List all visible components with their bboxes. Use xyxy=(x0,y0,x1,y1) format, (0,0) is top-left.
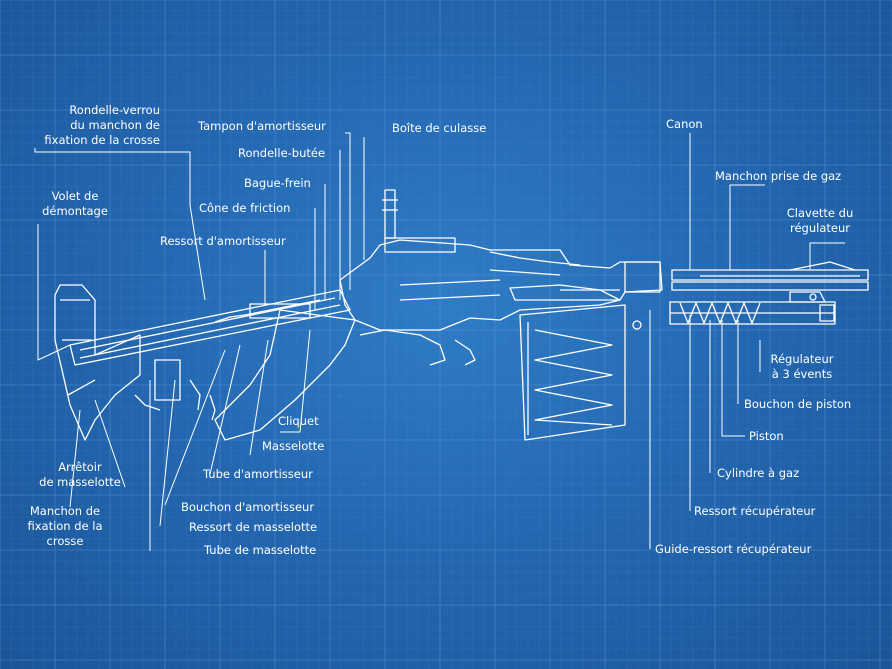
label-ressort-recuperateur: Ressort récupérateur xyxy=(694,504,816,518)
label-line: fixation de la crosse xyxy=(44,133,160,147)
label-manchon-gaz: Manchon prise de gaz xyxy=(715,169,842,183)
label-line: Clavette du xyxy=(786,206,854,220)
label-canon: Canon xyxy=(666,117,703,131)
label-masselotte: Masselotte xyxy=(262,439,325,453)
label-tube-amortisseur: Tube d'amortisseur xyxy=(203,467,313,481)
barrel xyxy=(671,261,869,291)
label-bague-frein: Bague-frein xyxy=(244,176,311,190)
label-line: crosse xyxy=(46,534,84,548)
butt-stock xyxy=(54,284,141,441)
label-arretoir: Arrêtoir de masselotte xyxy=(30,460,130,490)
label-tampon: Tampon d'amortisseur xyxy=(198,119,326,133)
label-line: Volet de xyxy=(51,189,99,203)
label-boite-culasse: Boîte de culasse xyxy=(392,121,487,135)
label-line: Régulateur xyxy=(770,352,834,366)
label-ressort-amortisseur: Ressort d'amortisseur xyxy=(160,234,286,248)
label-line: Manchon de xyxy=(29,504,101,518)
label-line: régulateur xyxy=(790,221,850,235)
grip-trigger xyxy=(134,309,476,441)
label-regulateur: Régulateur à 3 évents xyxy=(757,352,847,382)
magazine xyxy=(519,304,626,441)
label-line: à 3 évents xyxy=(771,367,833,381)
label-ressort-masselotte: Ressort de masselotte xyxy=(189,520,318,534)
label-bouchon-amortisseur: Bouchon d'amortisseur xyxy=(181,500,315,514)
label-manchon-fixation: Manchon de fixation de la crosse xyxy=(20,504,110,549)
label-bouchon-piston: Bouchon de piston xyxy=(744,397,852,411)
leader-lines xyxy=(34,132,845,551)
label-guide-ressort: Guide-ressort récupérateur xyxy=(655,542,812,556)
label-tube-masselotte: Tube de masselotte xyxy=(204,543,317,557)
label-line: Rondelle-verrou xyxy=(69,103,160,117)
label-rondelle-verrou: Rondelle-verrou du manchon de fixation d… xyxy=(30,103,160,148)
label-piston: Piston xyxy=(749,429,784,443)
label-line: fixation de la xyxy=(27,519,103,533)
label-cylindre: Cylindre à gaz xyxy=(717,466,800,480)
receiver xyxy=(339,189,663,331)
label-rondelle-butee: Rondelle-butée xyxy=(238,146,326,160)
label-volet: Volet de démontage xyxy=(35,189,115,219)
buffer-tube xyxy=(69,289,351,366)
label-line: Arrêtoir xyxy=(58,460,102,474)
label-clavette: Clavette du régulateur xyxy=(770,206,870,236)
label-line: de masselotte xyxy=(39,475,121,489)
gas-cylinder xyxy=(669,291,836,325)
label-cliquet: Cliquet xyxy=(278,414,319,428)
label-line: du manchon de xyxy=(70,118,160,132)
label-cone-friction: Cône de friction xyxy=(199,201,291,215)
label-line: démontage xyxy=(42,204,108,218)
